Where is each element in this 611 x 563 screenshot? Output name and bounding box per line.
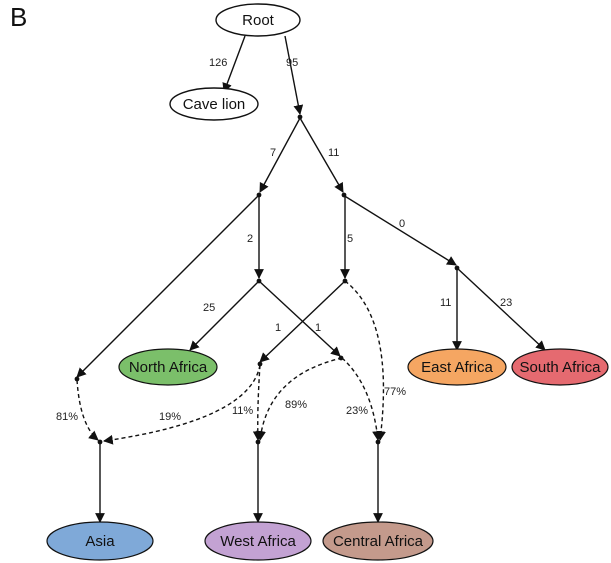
- internal-node: [297, 114, 303, 120]
- edge-c-e: [342, 194, 457, 266]
- node-east-africa-shape: [407, 348, 507, 386]
- internal-node: [256, 278, 262, 284]
- node-root-label: Root: [242, 12, 275, 29]
- dashed-edge-west-89: [256, 357, 343, 441]
- node-central-africa: Central Africa: [322, 521, 434, 561]
- dashed-edge-asia-19: [103, 364, 261, 445]
- node-cave-lion-shape: [169, 87, 259, 121]
- edge-label: 23%: [346, 405, 368, 417]
- edge-label: 23: [500, 297, 512, 309]
- edge-label: 11: [440, 297, 451, 309]
- edge-a-b: [259, 117, 301, 193]
- edge-label: 126: [209, 57, 227, 69]
- internal-node: [97, 439, 103, 445]
- node-asia: Asia: [46, 521, 154, 561]
- dashed-edge-central-77: [344, 280, 386, 441]
- edge-label: 19%: [159, 411, 181, 423]
- edge-label: 95: [286, 57, 298, 69]
- node-root-shape: [215, 3, 301, 37]
- node-east-africa: East Africa: [407, 348, 507, 386]
- node-central-africa-shape: [322, 521, 434, 561]
- edge-root-cave-lion: [222, 35, 246, 93]
- internal-node: [375, 439, 381, 445]
- internal-node: [341, 192, 347, 198]
- edge-label: 2: [247, 233, 253, 245]
- dashed-edge-west-11: [252, 364, 263, 441]
- node-cave-lion: Cave lion: [169, 87, 259, 121]
- internal-node: [256, 192, 262, 198]
- edge-label: 1: [275, 322, 281, 334]
- edge-label: 77%: [384, 386, 406, 398]
- node-south-africa: South Africa: [511, 348, 609, 386]
- node-cave-lion-label: Cave lion: [183, 96, 246, 113]
- internal-node: [342, 278, 348, 284]
- node-central-africa-label: Central Africa: [333, 533, 424, 550]
- edge-label: 81%: [56, 411, 78, 423]
- internal-node: [257, 361, 263, 367]
- node-south-africa-label: South Africa: [520, 359, 602, 376]
- edge-label: 11: [328, 147, 339, 159]
- edge-d-north-africa: [189, 280, 260, 351]
- edge-label: 11%: [232, 405, 253, 417]
- node-east-africa-label: East Africa: [421, 359, 493, 376]
- edge-label: 1: [315, 322, 321, 334]
- node-asia-shape: [46, 521, 154, 561]
- node-west-africa-shape: [204, 521, 312, 561]
- internal-node: [74, 376, 80, 382]
- panel-label: B: [10, 2, 27, 32]
- dashed-edge-asia-81: [76, 379, 99, 441]
- internal-node: [338, 355, 344, 361]
- edge-root-a: [284, 35, 304, 115]
- node-north-africa: North Africa: [118, 348, 218, 386]
- internal-node: [454, 265, 460, 271]
- node-west-africa-label: West Africa: [220, 533, 296, 550]
- node-root: Root: [215, 3, 301, 37]
- edge-label: 25: [203, 302, 215, 314]
- edge-f-west: [259, 280, 346, 363]
- edge-label: 0: [399, 218, 405, 230]
- node-asia-label: Asia: [85, 533, 115, 550]
- edge-label: 5: [347, 233, 353, 245]
- edge-label: 7: [270, 147, 276, 159]
- edge-b-asia-node: [76, 194, 260, 378]
- dashed-edge-central-23: [341, 357, 382, 441]
- node-south-africa-shape: [511, 348, 609, 386]
- node-north-africa-shape: [118, 348, 218, 386]
- edge-e-south-africa: [456, 267, 546, 351]
- edge-a-c: [299, 117, 344, 193]
- edge-label: 89%: [285, 399, 307, 411]
- edge-d-admix: [258, 280, 341, 357]
- node-north-africa-label: North Africa: [129, 359, 208, 376]
- node-west-africa: West Africa: [204, 521, 312, 561]
- internal-node: [255, 439, 261, 445]
